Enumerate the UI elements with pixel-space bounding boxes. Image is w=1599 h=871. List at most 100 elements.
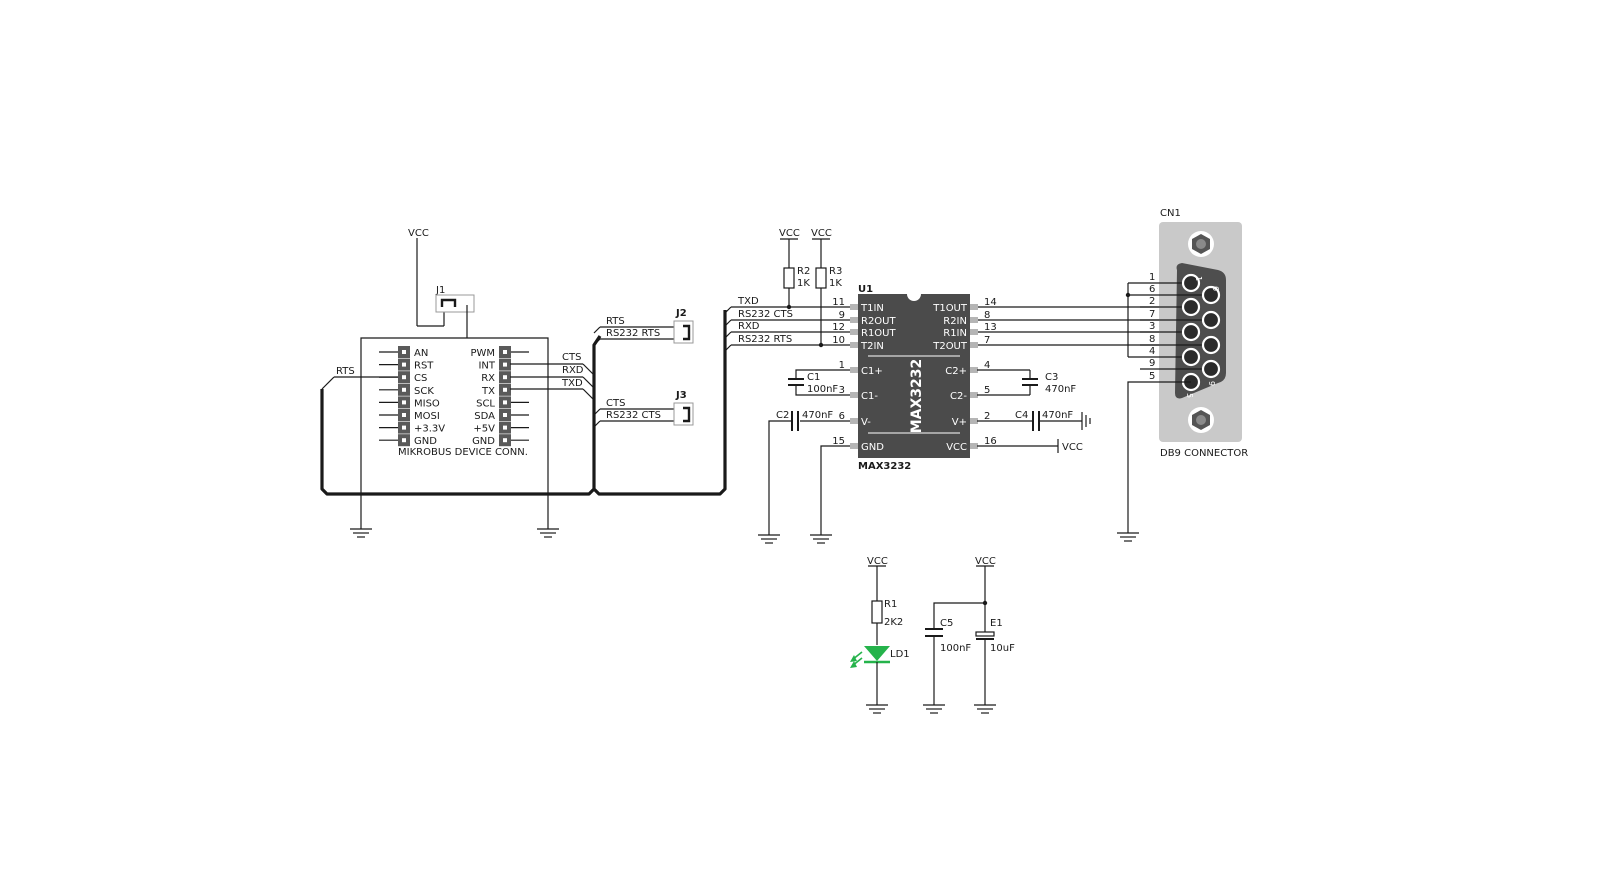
ground-symbol-u1 [810,534,832,544]
u1-right-pin [970,342,978,348]
mikrobus-header-pins: ANRSTCSSCKMISOMOSI+3.3VGNDPWMINTRXTXSCLS… [379,346,529,447]
u1-left-pin-number: 15 [832,436,845,447]
ground-symbol-c4 [1081,412,1091,430]
mikrobus-left-pin-label: AN [414,348,428,359]
vcc-label-decoupling: VCC [975,556,996,567]
u1-right-pin-number: 8 [984,310,990,321]
mikrobus-title: MIKROBUS DEVICE CONN. [398,447,528,458]
mikrobus-left-pin-label: GND [414,436,437,447]
mikrobus-right-pin-label: TX [481,386,495,397]
e1-value: 10uF [990,643,1015,654]
net-rs232-cts-u1: RS232 CTS [738,309,793,320]
u1-left-pin [850,367,858,373]
u1-right-pin-name: R1IN [943,328,967,339]
ground-symbol-mb-right [537,528,559,538]
r3-ref: R3 [829,266,842,277]
db9-wire-number: 2 [1149,296,1155,307]
db9-pin [1181,273,1201,293]
c4-value: 470nF [1042,410,1073,421]
u1-right-pin-number: 14 [984,297,997,308]
db9-wire-number: 1 [1149,272,1155,283]
db9-title: DB9 CONNECTOR [1160,448,1248,459]
u1-max3232: U1 MAX3232 MAX3232 T1IN11R2OUT9R1OUT12T2… [832,284,1191,472]
mikrobus-left-pin-label: CS [414,373,427,384]
u1-right-pin-number: 16 [984,436,997,447]
net-rxd-u1: RXD [738,321,760,332]
ld1-ref: LD1 [890,649,910,660]
capacitor-e1 [975,631,995,637]
c2-value: 470nF [802,410,833,421]
u1-right-pin [970,317,978,323]
u1-right-pin-name: R2IN [943,316,967,327]
u1-left-pin-number: 9 [839,310,845,321]
u1-right-pin [970,418,978,424]
mikrobus-right-pin-label: SCL [476,398,495,409]
mikrobus-right-pin-label: +5V [473,424,495,435]
mikrobus-right-pin-label: GND [472,436,495,447]
u1-left-pin-name: R2OUT [861,316,897,327]
db9-pin [1201,335,1221,355]
u1-right-pin-name: T2OUT [932,341,968,352]
db9-pin [1181,297,1201,317]
db9-wire-number: 5 [1149,371,1155,382]
net-rts-mb: RTS [336,366,355,377]
r1-value: 2K2 [884,617,903,628]
u1-right-pin-name: C2- [950,391,967,402]
resistor-r2 [783,267,795,289]
db9-wire-number: 7 [1149,309,1155,320]
u1-left-pin [850,443,858,449]
u1-left-pin-number: 10 [832,335,845,346]
e1-ref: E1 [990,618,1003,629]
c4-ref: C4 [1015,410,1028,421]
u1-right-pin-name: T1OUT [932,303,968,314]
u1-part-label: MAX3232 [858,461,911,472]
power-led-section: VCC R1 2K2 LD1 [850,556,910,714]
u1-left-pin-name: R1OUT [861,328,897,339]
ground-symbol-db9 [1117,532,1139,542]
jumper-section: J2 RTS RS232 RTS J3 CTS RS232 CTS [593,308,694,428]
c5-ref: C5 [940,618,953,629]
u1-left-pin-number: 11 [832,297,845,308]
u1-left-pin-name: C1- [861,391,878,402]
u1-right-pin [970,367,978,373]
mikrobus-left-pin-label: SCK [414,386,434,397]
u1-right-pin-number: 7 [984,335,990,346]
db9-body-number: 5 [1185,393,1194,398]
u1-left-pin-number: 12 [832,322,845,333]
u1-right-pin-name: VCC [946,442,967,453]
u1-left-pin [850,418,858,424]
mikrobus-right-pin-label: RX [481,373,495,384]
u1-left-pin-name: C1+ [861,366,883,377]
cn1-ref: CN1 [1160,208,1181,219]
ground-symbol-c2 [758,534,780,544]
mikrobus-section: VCC J1 MIKROBUS DEVICE CONN. ANRSTCSSCKM… [321,228,595,538]
db9-body-number: 6 [1211,286,1220,291]
net-cts-mb: CTS [562,352,581,363]
ground-symbol-e1 [974,704,996,714]
db9-body-number: 9 [1207,381,1216,386]
u1-right-pin-number: 4 [984,360,990,371]
u1-pins: T1IN11R2OUT9R1OUT12T2IN10C1+1C1-3V-6GND1… [832,297,1191,453]
vcc-label-j1: VCC [408,228,429,239]
mikrobus-left-pin-label: RST [414,361,434,372]
u1-right-pin-number: 5 [984,385,990,396]
u1-right-pin [970,329,978,335]
db9-pin [1201,310,1221,330]
net-rs232-cts-j3: RS232 CTS [606,410,661,421]
mikrobus-right-pin-label: PWM [470,348,495,359]
net-txd-mb: TXD [561,378,583,389]
u1-left-pin-number: 6 [839,411,845,422]
db9-pin [1201,285,1221,305]
u1-chip-body [858,294,970,458]
decoupling-section: VCC C5 100nF E1 10uF [923,556,1015,714]
net-cts-j3: CTS [606,398,625,409]
net-rs232-rts-u1: RS232 RTS [738,334,792,345]
mikrobus-left-pin-label: MISO [414,398,440,409]
j2-ref: J2 [675,308,687,319]
c2-ref: C2 [776,410,789,421]
r2-value: 1K [797,278,810,289]
mikrobus-right-pin-label: INT [478,361,495,372]
db9-wire-number: 3 [1149,321,1155,332]
db9-pin [1181,347,1201,367]
